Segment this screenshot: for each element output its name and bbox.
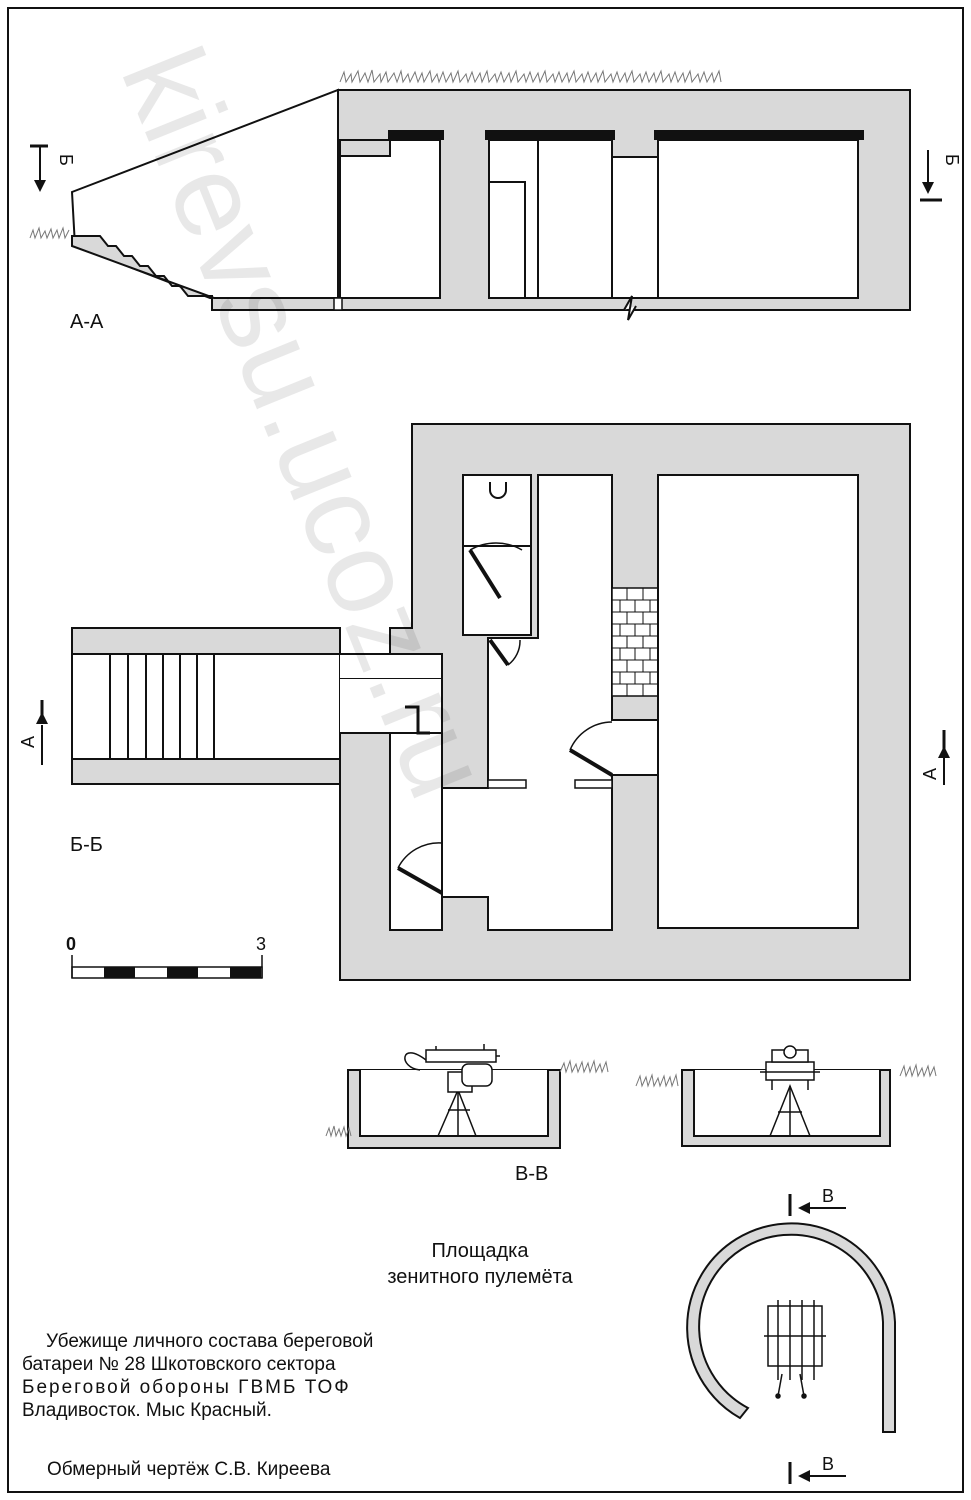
cut-marker-b-left: Б	[30, 144, 76, 192]
scale-start: 0	[66, 934, 76, 954]
section-vv-left	[325, 1044, 609, 1149]
door-latrine	[468, 542, 523, 600]
aa-room-2	[488, 139, 613, 299]
caption-line1: Убежище личного состава береговой	[46, 1331, 374, 1352]
caption-line2: батареи № 28 Шкотовского сектора	[22, 1354, 336, 1375]
caption-line4: Владивосток. Мыс Красный.	[22, 1400, 272, 1421]
cut-marker-b-right: Б	[920, 150, 962, 202]
sheet-frame	[7, 7, 964, 1493]
cut-label-b-right: Б	[942, 154, 962, 166]
brick-partition	[611, 587, 659, 697]
cut-marker-v-bottom: В	[788, 1454, 846, 1484]
caption: Убежище личного состава береговой батаре…	[22, 1330, 434, 1422]
caption-line3: Береговой обороны ГВМБ ТОФ	[22, 1377, 351, 1398]
platform-plan	[686, 1222, 896, 1433]
aa-room-4	[657, 139, 859, 299]
plan-main-room	[657, 474, 859, 929]
door-lower	[397, 842, 443, 895]
aa-room-1	[339, 139, 441, 299]
machine-gun-front-icon	[760, 1045, 820, 1137]
aa-slab-1	[388, 130, 444, 140]
platform-wall	[686, 1222, 896, 1433]
aa-room-3	[611, 156, 659, 299]
cut-label-v-bottom: В	[822, 1454, 834, 1474]
section-label-bb: Б-Б	[70, 834, 103, 856]
scale-end: 3	[256, 934, 266, 954]
cut-label-v-top: В	[822, 1186, 834, 1206]
plan-entrance-stairs	[71, 653, 341, 760]
aa-room-left-ledge	[339, 139, 391, 157]
aa-entrance-slope	[70, 88, 339, 299]
platform-title-line1: Площадка	[431, 1240, 529, 1262]
platform-title-line2: зенитного пулемёта	[387, 1266, 573, 1288]
section-vv-right	[635, 1045, 937, 1147]
platform-title: Площадка зенитного пулемёта	[360, 1238, 600, 1290]
section-label-vv: В-В	[515, 1163, 548, 1185]
aa-slab-2	[485, 130, 615, 140]
machine-gun-top-icon	[764, 1300, 826, 1399]
stair-treads	[109, 654, 215, 759]
caption-author: Обмерный чертёж С.В. Киреева	[47, 1459, 331, 1480]
plan-bb	[71, 423, 911, 981]
door-main-room	[568, 721, 614, 777]
scale-bar: 0 3	[66, 934, 266, 979]
grass-top	[29, 69, 722, 240]
section-label-aa: A-A	[70, 311, 104, 333]
section-aa	[29, 69, 911, 321]
machine-gun-side-icon	[404, 1044, 500, 1137]
door-corridor-top	[488, 638, 521, 667]
aa-slab-3	[654, 130, 864, 140]
cut-marker-v-top: В	[788, 1186, 846, 1216]
cut-label-a-right: А	[920, 768, 940, 780]
cut-label-a-left: А	[18, 736, 38, 748]
cut-marker-a-right: А	[920, 730, 950, 785]
cut-label-b-left: Б	[56, 154, 76, 166]
cut-marker-a-left: А	[18, 700, 48, 765]
